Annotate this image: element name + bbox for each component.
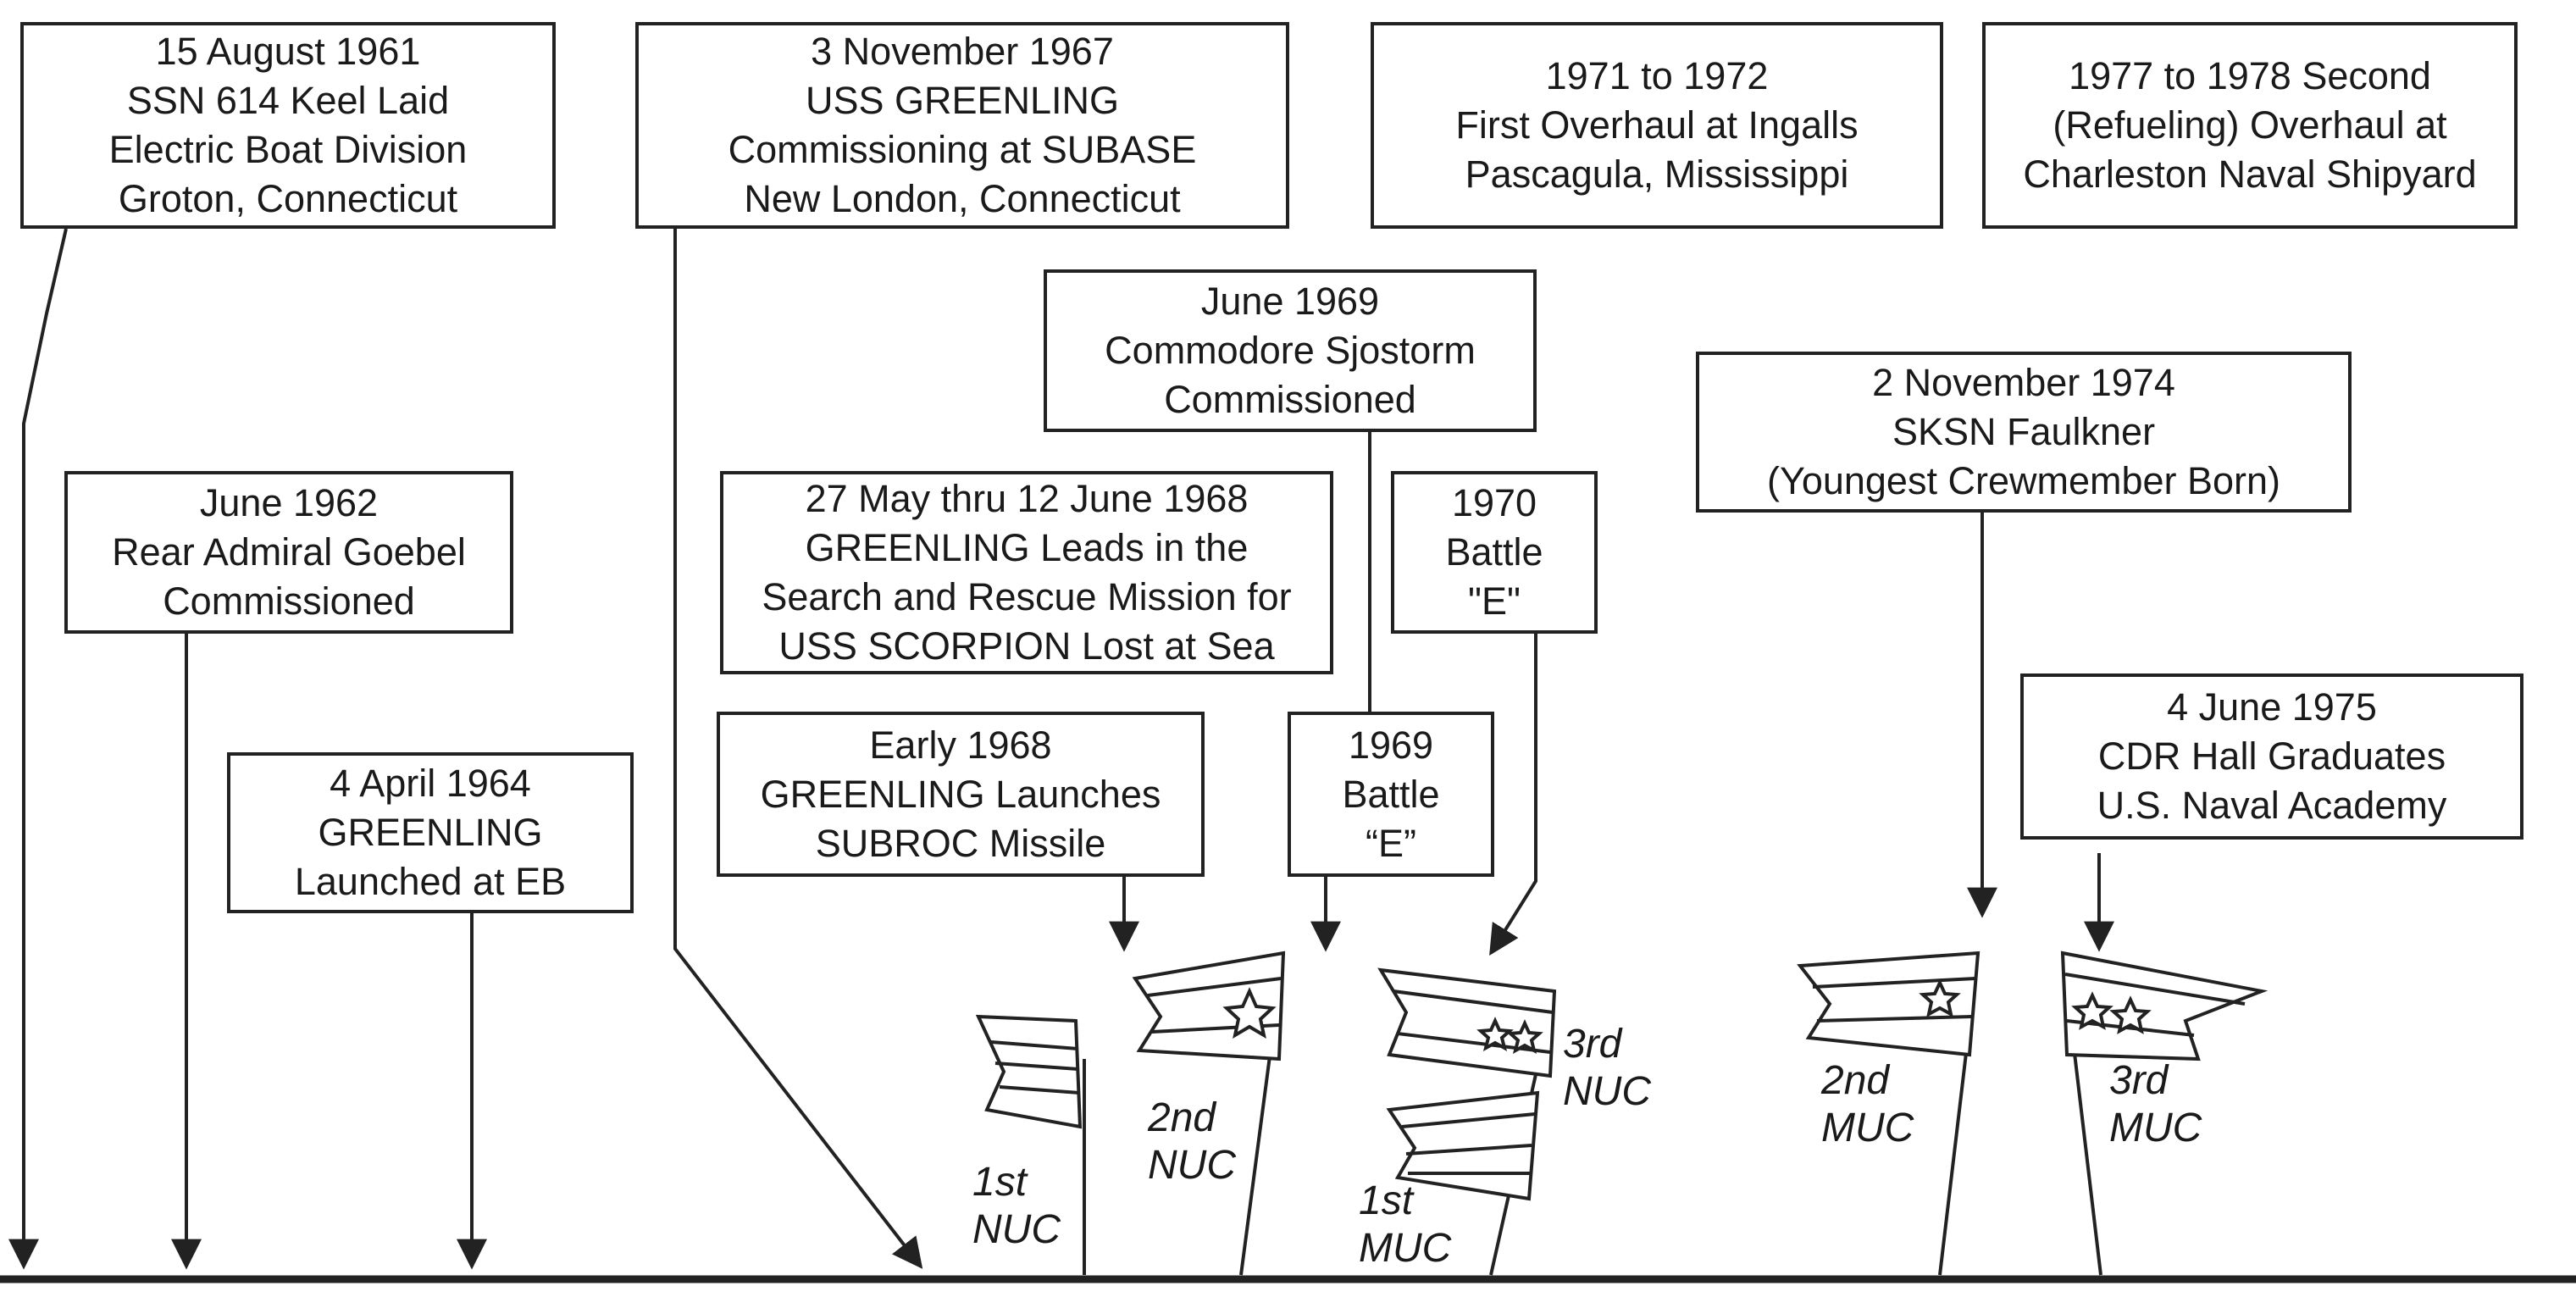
event-line: GREENLING Leads in the — [805, 526, 1249, 569]
award-ordinal: 3rd — [1563, 1022, 1622, 1067]
event-line: Launched at EB — [294, 860, 567, 903]
award-type: MUC — [1359, 1226, 1452, 1271]
event-box-subroc: Early 1968 GREENLING Launches SUBROC Mis… — [717, 712, 1205, 877]
pennant-nuc1 — [975, 1014, 1083, 1129]
award-label-muc2: 2nd MUC — [1821, 1057, 1914, 1152]
event-line: June 1962 — [199, 481, 379, 524]
event-line: Rear Admiral Goebel — [112, 530, 466, 574]
award-label-muc1: 1st MUC — [1359, 1178, 1451, 1272]
award-label-nuc1: 1st NUC — [972, 1159, 1061, 1254]
event-box-sjostorm: June 1969 Commodore Sjostorm Commissione… — [1044, 269, 1537, 432]
event-line: Battle — [1445, 530, 1543, 574]
award-ordinal: 2nd — [1821, 1058, 1890, 1103]
event-line: Battle — [1342, 772, 1440, 816]
event-line: GREENLING — [318, 811, 543, 854]
event-line: Commissioned — [1164, 378, 1416, 421]
star-icon — [2071, 991, 2113, 1030]
pennant-muc1 — [1386, 1090, 1540, 1201]
event-box-keel-laid: 15 August 1961 SSN 614 Keel Laid Electri… — [20, 22, 556, 229]
event-line: Commodore Sjostorm — [1105, 329, 1476, 372]
event-line: (Refueling) Overhaul at — [2052, 103, 2447, 147]
star-icon — [1506, 1019, 1543, 1054]
award-ordinal: 2nd — [1148, 1095, 1216, 1140]
star-icon — [1919, 978, 1961, 1017]
award-label-muc3: 3rd MUC — [2109, 1057, 2202, 1152]
event-line: “E” — [1366, 821, 1416, 865]
award-type: NUC — [1563, 1069, 1651, 1114]
award-ordinal: 3rd — [2109, 1058, 2169, 1103]
event-box-commissioning: 3 November 1967 USS GREENLING Commission… — [635, 22, 1289, 229]
event-line: 15 August 1961 — [155, 30, 421, 73]
event-box-battle-e-1969: 1969 Battle “E” — [1288, 712, 1494, 877]
event-line: CDR Hall Graduates — [2097, 734, 2446, 778]
event-line: Electric Boat Division — [108, 128, 468, 171]
award-type: NUC — [1148, 1143, 1236, 1188]
event-line: SSN 614 Keel Laid — [126, 79, 450, 122]
event-line: "E" — [1468, 579, 1521, 623]
event-line: New London, Connecticut — [744, 177, 1181, 220]
event-line: Groton, Connecticut — [118, 177, 458, 220]
award-label-nuc3: 3rd NUC — [1563, 1021, 1651, 1116]
pennant-muc2 — [1797, 951, 1980, 1057]
event-line: SKSN Faulkner — [1892, 410, 2156, 453]
star-icon — [1222, 987, 1277, 1039]
event-line: 1971 to 1972 — [1545, 54, 1769, 97]
event-line: Commissioning at SUBASE — [728, 128, 1197, 171]
event-line: 1970 — [1451, 481, 1537, 524]
event-box-goebel: June 1962 Rear Admiral Goebel Commission… — [64, 471, 513, 634]
star-icon — [1476, 1017, 1514, 1051]
event-line: First Overhaul at Ingalls — [1455, 103, 1859, 147]
award-label-nuc2: 2nd NUC — [1148, 1095, 1236, 1189]
event-line: 27 May thru 12 June 1968 — [805, 477, 1249, 520]
connector-commissioning — [673, 229, 923, 1269]
event-line: 3 November 1967 — [811, 30, 1114, 73]
event-box-first-overhaul: 1971 to 1972 First Overhaul at Ingalls P… — [1371, 22, 1943, 229]
event-line: 4 June 1975 — [2167, 685, 2377, 729]
event-line: 4 April 1964 — [330, 762, 531, 805]
pennant-nuc3 — [1377, 967, 1557, 1078]
event-box-hall: 4 June 1975 CDR Hall Graduates U.S. Nava… — [2020, 673, 2523, 840]
award-type: MUC — [2109, 1106, 2202, 1150]
pennant-nuc2 — [1132, 951, 1286, 1061]
event-line: (Youngest Crewmember Born) — [1766, 459, 2281, 502]
event-box-scorpion: 27 May thru 12 June 1968 GREENLING Leads… — [720, 471, 1333, 674]
event-line: SUBROC Missile — [815, 821, 1106, 865]
event-box-launched: 4 April 1964 GREENLING Launched at EB — [227, 752, 634, 913]
star-icon — [2109, 995, 2152, 1034]
event-line: GREENLING Launches — [760, 772, 1161, 816]
event-line: 2 November 1974 — [1872, 361, 2175, 404]
event-box-battle-e-1970: 1970 Battle "E" — [1391, 471, 1598, 634]
event-line: Charleston Naval Shipyard — [2023, 152, 2477, 196]
event-line: Search and Rescue Mission for — [762, 575, 1292, 618]
event-line: Commissioned — [163, 579, 415, 623]
event-line: Early 1968 — [869, 723, 1052, 767]
event-line: 1969 — [1348, 723, 1434, 767]
award-type: NUC — [972, 1207, 1061, 1252]
connector-keel-laid — [8, 228, 68, 1270]
connector-battle-e-1970 — [1489, 634, 1537, 956]
event-box-second-overhaul: 1977 to 1978 Second (Refueling) Overhaul… — [1982, 22, 2518, 229]
award-ordinal: 1st — [1359, 1178, 1414, 1223]
event-box-faulkner: 2 November 1974 SKSN Faulkner (Youngest … — [1696, 352, 2352, 513]
event-line: U.S. Naval Academy — [2097, 784, 2447, 827]
award-type: MUC — [1821, 1106, 1914, 1150]
event-line: USS GREENLING — [805, 79, 1120, 122]
event-line: 1977 to 1978 Second — [2069, 54, 2431, 97]
award-ordinal: 1st — [972, 1160, 1028, 1205]
event-line: June 1969 — [1200, 280, 1380, 323]
event-line: Pascagula, Mississippi — [1465, 152, 1849, 196]
pennant-muc3 — [2060, 951, 2269, 1061]
event-line: USS SCORPION Lost at Sea — [778, 624, 1275, 668]
